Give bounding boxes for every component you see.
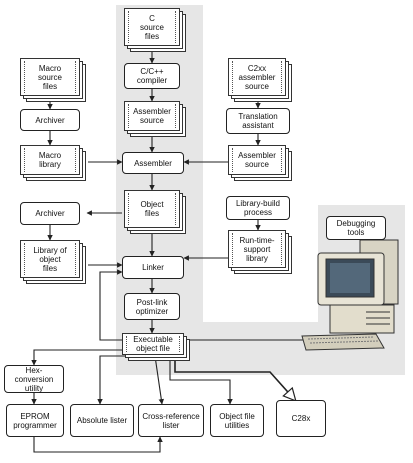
library-of-object-files-label: Library of object files — [33, 245, 67, 273]
assembler-source-2-label: Assembler source — [238, 151, 276, 169]
macro-source-files-label: Macro source files — [37, 63, 62, 91]
c2xx-assembler-source-label: C2xx assembler source — [238, 63, 276, 91]
object-files-label: Object files — [140, 200, 164, 218]
assembler-source-2: Assembler source — [228, 145, 292, 181]
cross-reference-lister: Cross-reference lister — [138, 404, 204, 437]
c-source-files-label: C source files — [139, 13, 164, 41]
hex-conversion-utility-label: Hex-conversion utility — [14, 365, 54, 393]
debugging-tools-label: Debugging tools — [336, 219, 376, 237]
c28x: C28x — [276, 400, 326, 437]
archiver-2-label: Archiver — [35, 209, 65, 218]
hex-conversion-utility: Hex-conversion utility — [4, 365, 64, 393]
run-time-support-library: Run-time- support library — [228, 230, 292, 274]
library-build-process-label: Library-build process — [235, 199, 281, 217]
run-time-support-library-label: Run-time- support library — [239, 235, 275, 263]
c28x-label: C28x — [291, 414, 311, 423]
assembler-label: Assembler — [134, 158, 172, 168]
macro-source-files: Macro source files — [20, 58, 86, 102]
absolute-lister: Absolute lister — [70, 404, 134, 437]
translation-assistant: Translation assistant — [226, 108, 290, 134]
post-link-optimizer: Post-link optimizer — [124, 293, 180, 320]
linker-label: Linker — [142, 263, 164, 272]
object-file-utilities-label: Object file utilities — [219, 411, 255, 430]
debugging-tools: Debugging tools — [326, 216, 386, 240]
eprom-programmer-label: EPROM programmer — [13, 411, 57, 430]
assembler-source-1: Assembler source — [124, 101, 186, 137]
connectors — [31, 51, 316, 453]
c-compiler: C/C++ compiler — [124, 63, 180, 89]
library-build-process: Library-build process — [226, 196, 290, 220]
macro-library: Macro library — [20, 145, 86, 181]
cross-reference-lister-label: Cross-reference lister — [142, 411, 200, 430]
c-source-files: C source files — [124, 8, 186, 52]
translation-assistant-label: Translation assistant — [238, 112, 278, 130]
eprom-programmer: EPROM programmer — [6, 404, 64, 437]
library-of-object-files: Library of object files — [20, 240, 86, 284]
executable-object-file: Executable object file — [122, 333, 190, 361]
archiver-1-label: Archiver — [35, 115, 65, 125]
executable-object-file-label: Executable object file — [133, 335, 173, 353]
linker: Linker — [122, 256, 184, 279]
archiver-2: Archiver — [20, 202, 80, 225]
computer-workstation-icon — [301, 239, 399, 351]
archiver-1: Archiver — [20, 109, 80, 131]
assembler-source-1-label: Assembler source — [133, 107, 171, 125]
assembler: Assembler — [122, 152, 184, 174]
macro-library-label: Macro library — [38, 151, 62, 169]
object-file-utilities: Object file utilities — [210, 404, 264, 437]
absolute-lister-label: Absolute lister — [76, 416, 128, 425]
object-files: Object files — [124, 190, 186, 234]
c2xx-assembler-source: C2xx assembler source — [228, 58, 292, 102]
c-compiler-label: C/C++ compiler — [136, 67, 168, 85]
post-link-optimizer-label: Post-link optimizer — [135, 297, 169, 316]
